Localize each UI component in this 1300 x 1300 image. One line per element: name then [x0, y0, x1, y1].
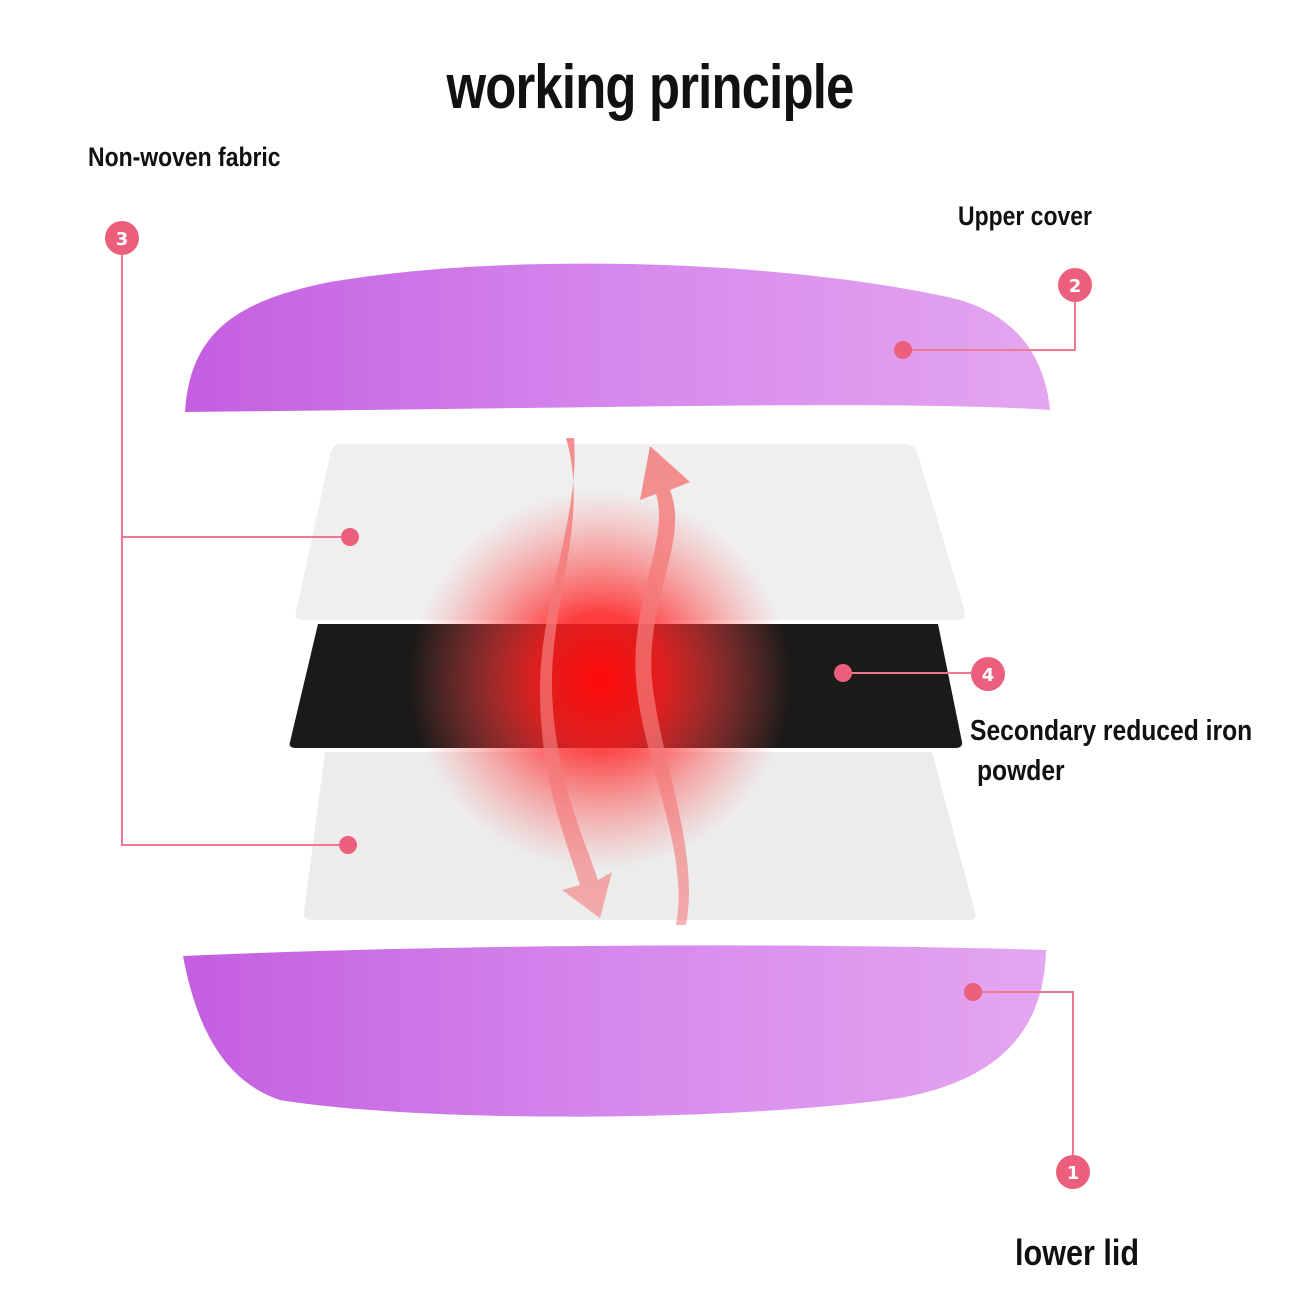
- page-title: working principle: [446, 53, 855, 122]
- upper-cover: [185, 263, 1050, 412]
- label-iron-powder-line2: powder: [977, 755, 1065, 787]
- lower-lid: [183, 945, 1046, 1117]
- badge-1: 1: [1056, 1155, 1090, 1189]
- svg-text:2: 2: [1069, 276, 1082, 297]
- badge-3: 3: [105, 221, 139, 255]
- svg-text:4: 4: [982, 665, 995, 686]
- label-iron-powder-line1: Secondary reduced iron: [970, 715, 1253, 747]
- callout-lines: [121, 255, 1076, 1155]
- heat-arrow-up: [635, 446, 690, 925]
- badge-4: 4: [971, 657, 1005, 691]
- heat-arrow-down: [540, 438, 612, 918]
- heat-glow: [410, 490, 790, 870]
- label-upper-cover: Upper cover: [958, 201, 1092, 231]
- svg-text:1: 1: [1067, 1163, 1080, 1184]
- callout-dots: [339, 341, 982, 1001]
- label-lower-lid: lower lid: [1015, 1232, 1140, 1273]
- svg-text:3: 3: [116, 229, 129, 250]
- label-non-woven-fabric: Non-woven fabric: [88, 142, 281, 172]
- badge-2: 2: [1058, 268, 1092, 302]
